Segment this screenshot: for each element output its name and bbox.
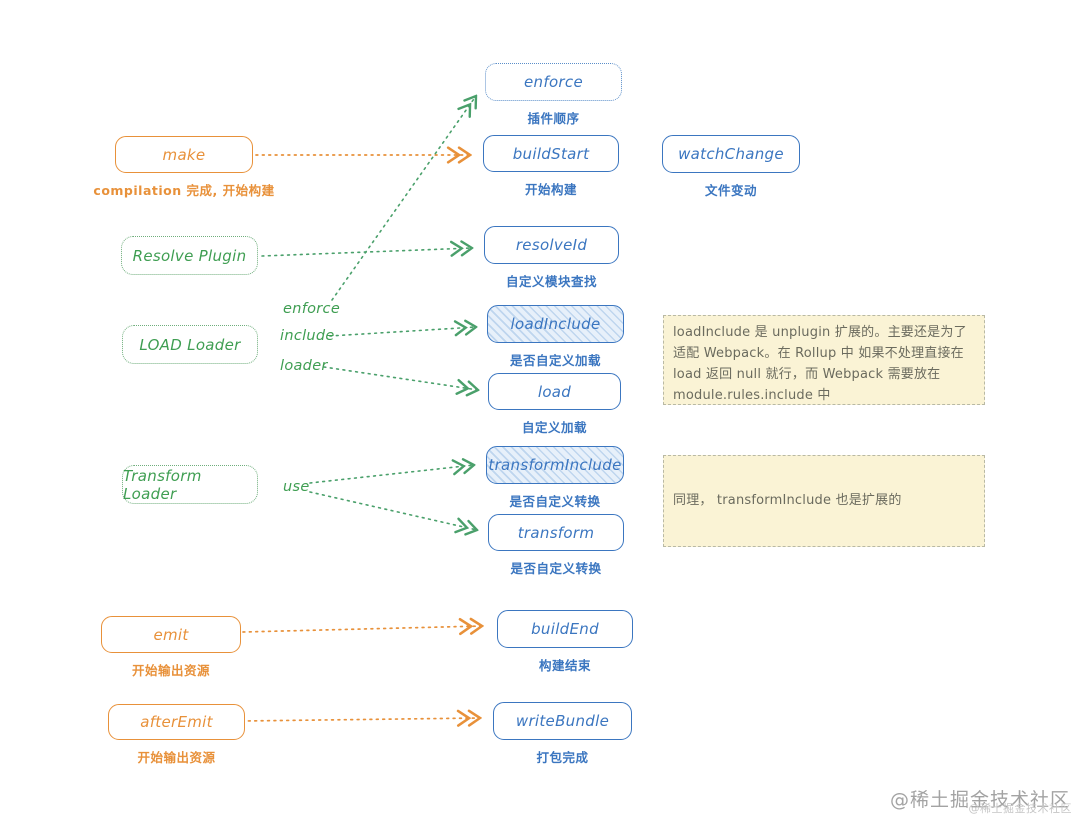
node-load-loader: LOAD Loader	[122, 325, 258, 364]
note-transforminclude: 同理， transformInclude 也是扩展的	[663, 455, 985, 547]
node-watchchange-label: watchChange	[662, 135, 800, 173]
edge-loader-to-load	[323, 366, 478, 390]
node-emit-label: emit	[101, 616, 241, 653]
node-buildend-sub: 构建结束	[538, 658, 592, 673]
edge-afteremit-to-writebundle	[241, 718, 480, 721]
node-buildend-label: buildEnd	[497, 610, 633, 648]
node-transform: transform 是否自定义转换	[488, 514, 624, 576]
node-writebundle-sub: 打包完成	[536, 750, 589, 765]
note-loadinclude: loadInclude 是 unplugin 扩展的。主要还是为了适配 Webp…	[663, 315, 985, 405]
node-loadinclude: loadInclude 是否自定义加载	[487, 305, 624, 368]
edge-emit-to-buildend	[242, 626, 482, 632]
node-buildstart: buildStart 开始构建	[483, 135, 619, 197]
watermark-text-small: @稀土掘金技术社区	[968, 802, 1072, 815]
node-load: load 自定义加载	[488, 373, 621, 435]
node-enforce: enforce 插件顺序	[485, 63, 622, 126]
node-afteremit: afterEmit 开始输出资源	[108, 704, 245, 765]
node-transforminclude: transformInclude 是否自定义转换	[486, 446, 624, 509]
node-transform-loader: Transform Loader	[122, 465, 258, 504]
edge-enforcelabel-to-enforce	[331, 96, 476, 301]
watermark-text: @稀土掘金技术社区	[889, 789, 1070, 811]
edge-label-enforce: enforce	[283, 301, 341, 317]
edge-resolveplugin-to-resolveid	[261, 248, 472, 256]
node-make: make compilation 完成, 开始构建	[93, 136, 274, 198]
node-writebundle-label: writeBundle	[493, 702, 632, 740]
node-buildstart-label: buildStart	[483, 135, 619, 172]
node-watchchange-sub: 文件变动	[704, 183, 758, 198]
node-resolveid-sub: 自定义模块查找	[505, 274, 598, 289]
node-resolve-plugin-label: Resolve Plugin	[121, 236, 258, 275]
node-enforce-sub: 插件顺序	[527, 111, 580, 126]
node-buildstart-sub: 开始构建	[524, 182, 578, 197]
node-resolve-plugin: Resolve Plugin	[121, 236, 258, 275]
node-resolveid: resolveId 自定义模块查找	[484, 226, 619, 289]
node-buildend: buildEnd 构建结束	[497, 610, 633, 673]
node-resolveid-label: resolveId	[484, 226, 619, 264]
node-afteremit-sub: 开始输出资源	[137, 750, 216, 765]
node-transforminclude-sub: 是否自定义转换	[509, 494, 601, 509]
node-make-label: make	[115, 136, 253, 173]
edge-use-to-transform	[309, 491, 477, 530]
node-emit-sub: 开始输出资源	[131, 663, 211, 678]
node-loadinclude-sub: 是否自定义加载	[509, 353, 602, 368]
edge-use-to-transforminclude	[309, 465, 474, 484]
node-transforminclude-label: transformInclude	[486, 446, 624, 484]
node-emit: emit 开始输出资源	[101, 616, 241, 678]
node-watchchange: watchChange 文件变动	[662, 135, 800, 198]
node-afteremit-label: afterEmit	[108, 704, 245, 740]
node-transform-loader-label: Transform Loader	[122, 465, 258, 504]
node-writebundle: writeBundle 打包完成	[493, 702, 632, 765]
node-enforce-label: enforce	[485, 63, 622, 101]
node-make-sub: compilation 完成, 开始构建	[93, 183, 275, 198]
edge-label-use: use	[283, 479, 310, 495]
node-load-loader-label: LOAD Loader	[122, 325, 258, 364]
edge-include-to-loadinclude	[329, 327, 476, 337]
node-loadinclude-label: loadInclude	[487, 305, 624, 343]
node-load-label: load	[488, 373, 621, 410]
edge-label-include: include	[280, 328, 335, 344]
edge-label-loader: loader	[280, 358, 328, 374]
node-transform-label: transform	[488, 514, 624, 551]
node-transform-sub: 是否自定义转换	[510, 561, 602, 576]
node-load-sub: 自定义加载	[521, 420, 588, 435]
